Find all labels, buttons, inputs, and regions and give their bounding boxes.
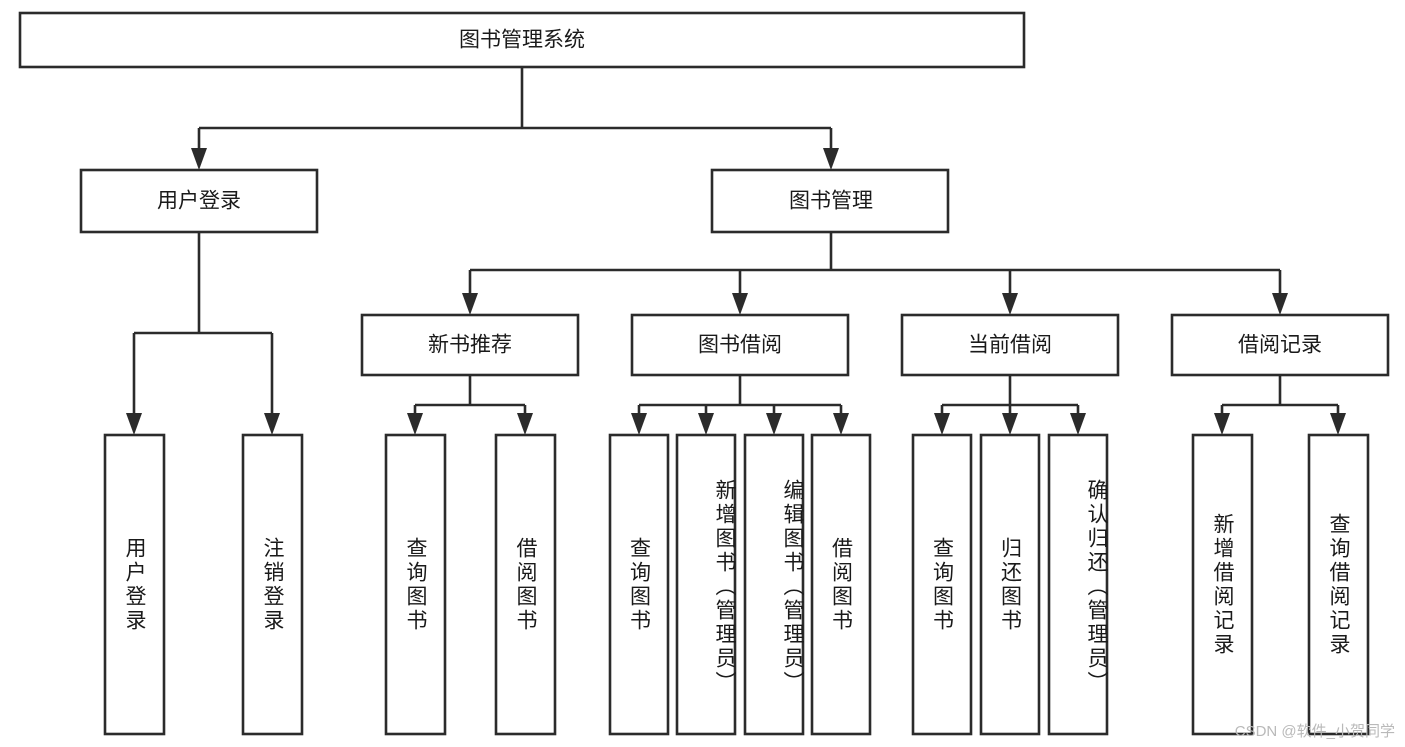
connector-new-book-recommend-to-leaves	[407, 375, 533, 435]
node-borrow-record[interactable]: 借阅记录	[1170, 313, 1390, 377]
leaf-box-query-book-2[interactable]	[608, 433, 670, 736]
node-current-borrow-label: 当前借阅	[968, 334, 1052, 357]
node-current-borrow[interactable]: 当前借阅	[900, 313, 1120, 377]
leaf-box-borrow-book-1[interactable]	[494, 433, 557, 736]
leaf-box-return-book[interactable]	[979, 433, 1041, 736]
node-book-management[interactable]: 图书管理	[710, 168, 950, 234]
leaf-box-query-book-1[interactable]	[384, 433, 447, 736]
leaf-box-confirm-return[interactable]	[1047, 433, 1109, 736]
watermark-text: CSDN @软件_小贺同学	[1234, 723, 1395, 740]
connector-current-borrow-to-leaves	[934, 375, 1086, 435]
leaf-box-add-book[interactable]	[675, 433, 737, 736]
leaf-box-logout-login[interactable]	[241, 433, 304, 736]
node-new-book-recommend[interactable]: 新书推荐	[360, 313, 580, 377]
connector-user-login-to-leaves	[126, 232, 280, 435]
connector-root-to-level2	[191, 67, 839, 170]
connector-book-management-to-level3	[462, 232, 1288, 315]
leaf-box-user-login[interactable]	[103, 433, 166, 736]
leaf-box-edit-book[interactable]	[743, 433, 805, 736]
node-book-management-label: 图书管理	[789, 190, 873, 213]
node-user-login[interactable]: 用户登录	[79, 168, 319, 234]
leaf-box-add-record[interactable]	[1191, 433, 1254, 736]
node-book-borrow[interactable]: 图书借阅	[630, 313, 850, 377]
leaf-box-query-record[interactable]	[1307, 433, 1370, 736]
leaf-box-borrow-book-2[interactable]	[810, 433, 872, 736]
node-root-system-label: 图书管理系统	[459, 29, 585, 52]
node-root-system[interactable]: 图书管理系统	[18, 11, 1026, 69]
node-borrow-record-label: 借阅记录	[1238, 334, 1322, 357]
leaf-box-query-book-3[interactable]	[911, 433, 973, 736]
node-user-login-label: 用户登录	[157, 190, 241, 213]
node-new-book-recommend-label: 新书推荐	[428, 334, 512, 357]
node-book-borrow-label: 图书借阅	[698, 334, 782, 357]
connector-book-borrow-to-leaves	[631, 375, 849, 435]
leaf-boxes	[103, 433, 1370, 736]
connector-borrow-record-to-leaves	[1214, 375, 1346, 435]
